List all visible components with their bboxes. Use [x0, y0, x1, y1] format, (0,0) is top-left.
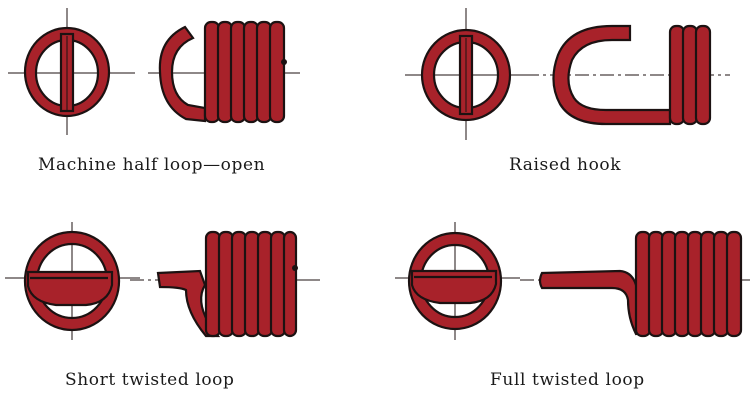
short-twisted-loop-end-view: [5, 222, 140, 340]
raised-hook-end-view: [405, 8, 525, 140]
caption-full-twisted-loop: Full twisted loop: [490, 370, 645, 390]
caption-machine-half-loop-open: Machine half loop—open: [38, 155, 266, 175]
caption-short-twisted-loop: Short twisted loop: [65, 370, 235, 390]
coil-body: [204, 230, 298, 338]
machine-half-loop-open-end-view: [8, 8, 135, 135]
coil-body: [668, 24, 712, 126]
full-twisted-loop-side-view: [520, 230, 750, 338]
coil-body: [203, 20, 287, 124]
caption-raised-hook: Raised hook: [509, 155, 622, 175]
short-twisted-loop-side-view: [130, 230, 320, 338]
raised-hook-side-view: [525, 24, 730, 126]
machine-half-loop-open-side-view: [148, 20, 300, 124]
coil-body: [634, 230, 743, 338]
full-twisted-loop-end-view: [395, 222, 520, 340]
